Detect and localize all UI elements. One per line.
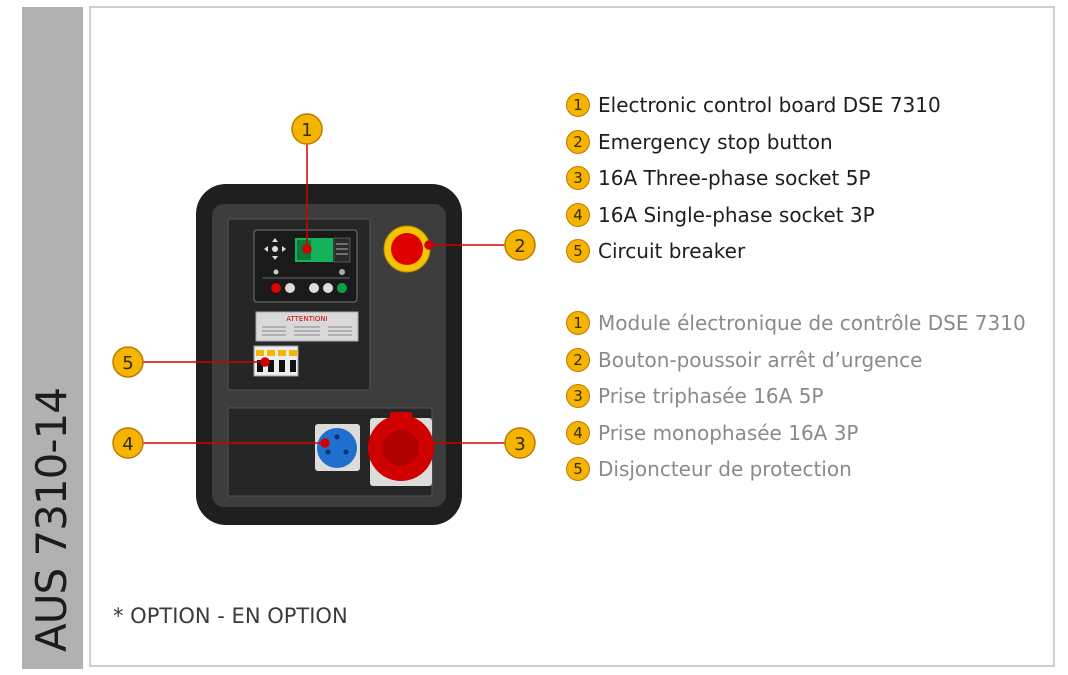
leader-dot-4 <box>320 438 330 448</box>
legend-number: 4 <box>566 202 590 227</box>
legend-text: Emergency stop button <box>598 129 833 154</box>
callout-4: 4 <box>112 427 144 459</box>
legend-item: 5 Disjoncteur de protection <box>566 451 1026 488</box>
leader-lines <box>143 143 506 448</box>
control-module <box>253 229 358 303</box>
callout-5: 5 <box>112 346 144 378</box>
content-frame <box>89 6 1055 667</box>
legend-text: 16A Single-phase socket 3P <box>598 202 875 227</box>
svg-text:5: 5 <box>122 353 133 374</box>
legend-number: 5 <box>566 457 590 482</box>
emergency-stop-button <box>383 225 431 273</box>
svg-text:4: 4 <box>122 434 133 455</box>
leader-dot-2 <box>424 240 434 250</box>
leader-dot-3 <box>424 438 434 448</box>
svg-text:3: 3 <box>514 434 525 455</box>
legend-item: 4 Prise monophasée 16A 3P <box>566 415 1026 452</box>
legend-text: 16A Three-phase socket 5P <box>598 166 871 191</box>
legend-english: 1 Electronic control board DSE 7310 2 Emer… <box>566 87 941 270</box>
legend-text: Electronic control board DSE 7310 <box>598 93 941 118</box>
legend-number: 2 <box>566 347 590 372</box>
warning-label: ATTENTIONI <box>255 311 359 342</box>
single-phase-socket <box>315 424 360 471</box>
legend-number: 1 <box>566 93 590 118</box>
legend-number: 5 <box>566 239 590 264</box>
legend-number: 4 <box>566 420 590 445</box>
legend-text: Module électronique de contrôle DSE 7310 <box>598 311 1026 336</box>
callout-1: 1 <box>291 113 323 145</box>
legend-item: 2 Emergency stop button <box>566 124 941 161</box>
warning-label-text: ATTENTIONI <box>286 315 327 323</box>
legend-item: 3 Prise triphasée 16A 5P <box>566 378 1026 415</box>
legend-number: 3 <box>566 166 590 191</box>
legend-item: 5 Circuit breaker <box>566 233 941 270</box>
side-bar <box>22 7 83 669</box>
legend-item: 4 16A Single-phase socket 3P <box>566 197 941 234</box>
legend-text: Prise monophasée 16A 3P <box>598 420 859 445</box>
legend-item: 3 16A Three-phase socket 5P <box>566 160 941 197</box>
legend-number: 2 <box>566 129 590 154</box>
legend-text: Prise triphasée 16A 5P <box>598 384 824 409</box>
svg-text:1: 1 <box>301 120 312 141</box>
option-note: * OPTION - EN OPTION <box>113 604 348 628</box>
legend-number: 3 <box>566 384 590 409</box>
legend-item: 2 Bouton-poussoir arrêt d’urgence <box>566 342 1026 379</box>
legend-french: 1 Module électronique de contrôle DSE 731… <box>566 305 1026 488</box>
legend-text: Circuit breaker <box>598 239 746 264</box>
legend-number: 1 <box>566 311 590 336</box>
svg-text:2: 2 <box>514 236 525 257</box>
legend-item: 1 Module électronique de contrôle DSE 731… <box>566 305 1026 342</box>
callout-2: 2 <box>504 229 536 261</box>
three-phase-socket <box>368 412 434 486</box>
leader-dot-1 <box>302 244 312 254</box>
legend-item: 1 Electronic control board DSE 7310 <box>566 87 941 124</box>
leader-dot-5 <box>260 357 270 367</box>
legend-text: Bouton-poussoir arrêt d’urgence <box>598 347 923 372</box>
callout-3: 3 <box>504 427 536 459</box>
legend-text: Disjoncteur de protection <box>598 457 852 482</box>
